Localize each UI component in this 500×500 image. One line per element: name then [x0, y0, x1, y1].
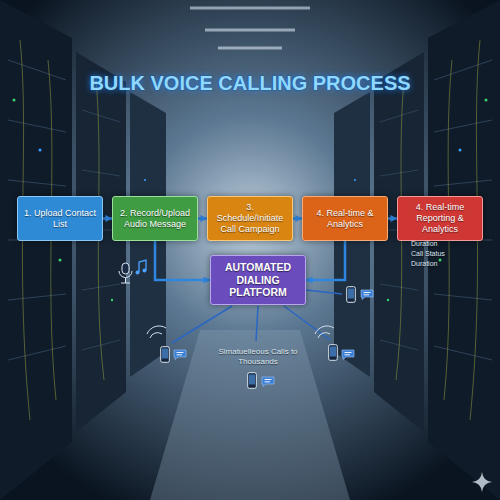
flow-arrow — [103, 217, 112, 220]
chat-bubble — [342, 350, 354, 360]
phone-icon — [347, 287, 356, 303]
chat-bubble — [262, 377, 274, 387]
flow-arrow — [155, 241, 210, 280]
flow-arrow — [198, 217, 207, 220]
note-stem — [139, 260, 146, 272]
process-box: 3. Schedule/Initiate Call Campaign — [207, 196, 293, 241]
microphone-head — [122, 263, 129, 274]
flow-arrow — [293, 217, 302, 220]
flow-arrow — [388, 217, 397, 220]
microphone-stand — [119, 271, 132, 283]
chat-bubble — [174, 350, 186, 360]
process-box: 4. Real-time & Analytics — [302, 196, 388, 241]
metric-label: Duration — [411, 240, 483, 248]
ceiling-lights — [190, 8, 310, 48]
phone-icon — [329, 345, 338, 361]
note-head — [143, 269, 147, 273]
phone-icon — [248, 373, 257, 389]
metric-label: Duration — [411, 260, 483, 268]
box-text: AUTOMATED DIALING PLATFORM — [215, 261, 301, 299]
caption-note: Simatuelleous Calls to Thousands — [205, 347, 311, 366]
platform-box: AUTOMATED DIALING PLATFORM — [210, 255, 306, 305]
diagram-title: BULK VOICE CALLING PROCESS — [0, 72, 500, 95]
note-head — [136, 271, 140, 275]
box-text: 4. Real-time & Analytics — [307, 208, 383, 230]
flow-arrow — [306, 241, 345, 280]
box-text: 4. Real-time Reporting & Analytics — [402, 202, 478, 234]
music-note — [136, 260, 147, 275]
chat-bubble — [361, 290, 373, 300]
process-box: 4. Real-time Reporting & Analytics — [397, 196, 483, 241]
microphone-icon — [119, 263, 132, 283]
sparkle-mark — [472, 472, 492, 492]
phone-icon — [161, 347, 170, 363]
process-box: 1. Upload Contact List — [17, 196, 103, 241]
process-box: 2. Record/Upload Audio Message — [112, 196, 198, 241]
signal-waves — [147, 326, 166, 338]
floor — [150, 330, 350, 500]
metric-label: Call Status — [411, 250, 483, 258]
box-text: 2. Record/Upload Audio Message — [117, 208, 193, 230]
box-text: 1. Upload Contact List — [22, 208, 98, 230]
signal-waves — [315, 326, 334, 338]
box-text: 3. Schedule/Initiate Call Campaign — [212, 202, 288, 234]
